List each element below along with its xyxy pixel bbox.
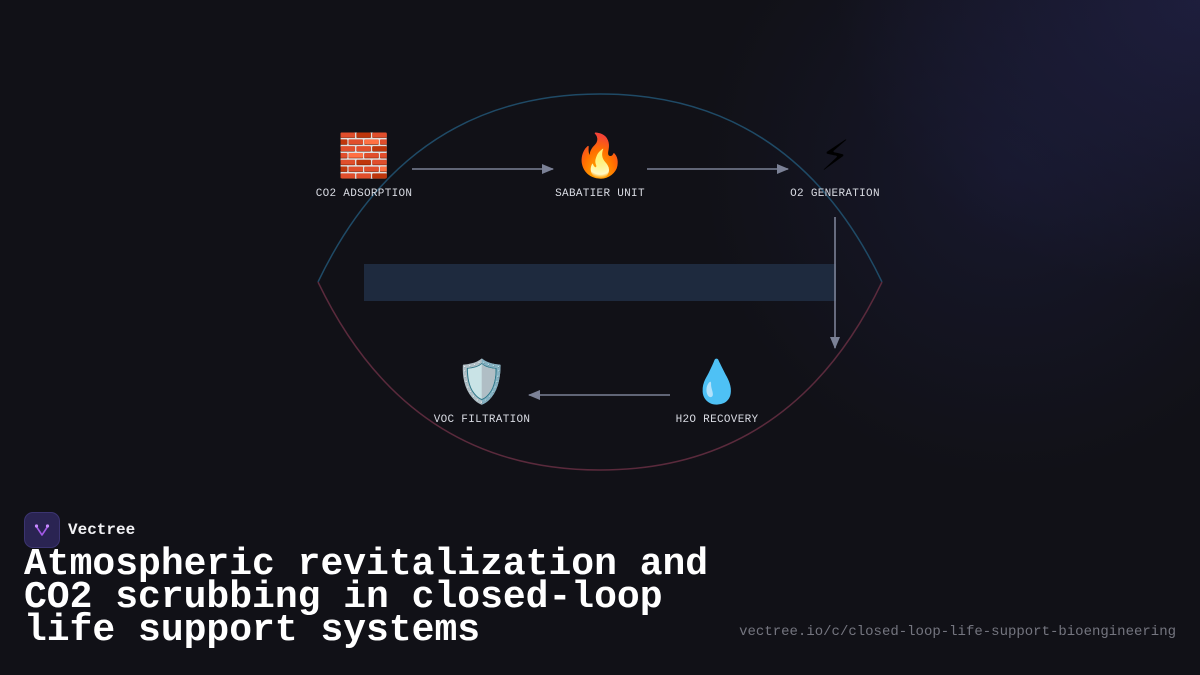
center-band [364, 264, 836, 301]
node-label: VOC FILTRATION [433, 414, 531, 426]
page-title: Atmospheric revitalization and CO2 scrub… [24, 543, 709, 652]
loop-arc-top [317, 93, 883, 283]
node-voc-filtration: 🛡️ VOC FILTRATION [402, 356, 562, 426]
lightning-icon: ⚡ [820, 131, 850, 180]
brick-icon: 🧱 [337, 131, 391, 180]
node-label: SABATIER UNIT [555, 188, 645, 200]
source-url: vectree.io/c/closed-loop-life-support-bi… [739, 624, 1176, 640]
brand: Vectree [24, 512, 135, 548]
node-sabatier-unit: 🔥 SABATIER UNIT [520, 130, 680, 200]
node-label: H2O RECOVERY [675, 414, 759, 426]
node-co2-adsorption: 🧱 CO2 ADSORPTION [284, 130, 444, 200]
brand-name: Vectree [68, 521, 136, 539]
edges-layer [412, 164, 840, 400]
node-label: O2 GENERATION [790, 188, 880, 200]
shield-icon: 🛡️ [455, 357, 509, 406]
node-o2-generation: ⚡ O2 GENERATION [755, 130, 915, 200]
water-drop-icon: 💧 [690, 357, 744, 406]
loop-arc-bottom [317, 281, 883, 471]
fire-icon: 🔥 [573, 131, 627, 180]
node-label: CO2 ADSORPTION [315, 188, 413, 200]
node-h2o-recovery: 💧 H2O RECOVERY [637, 356, 797, 426]
vectree-logo-icon [24, 512, 60, 548]
